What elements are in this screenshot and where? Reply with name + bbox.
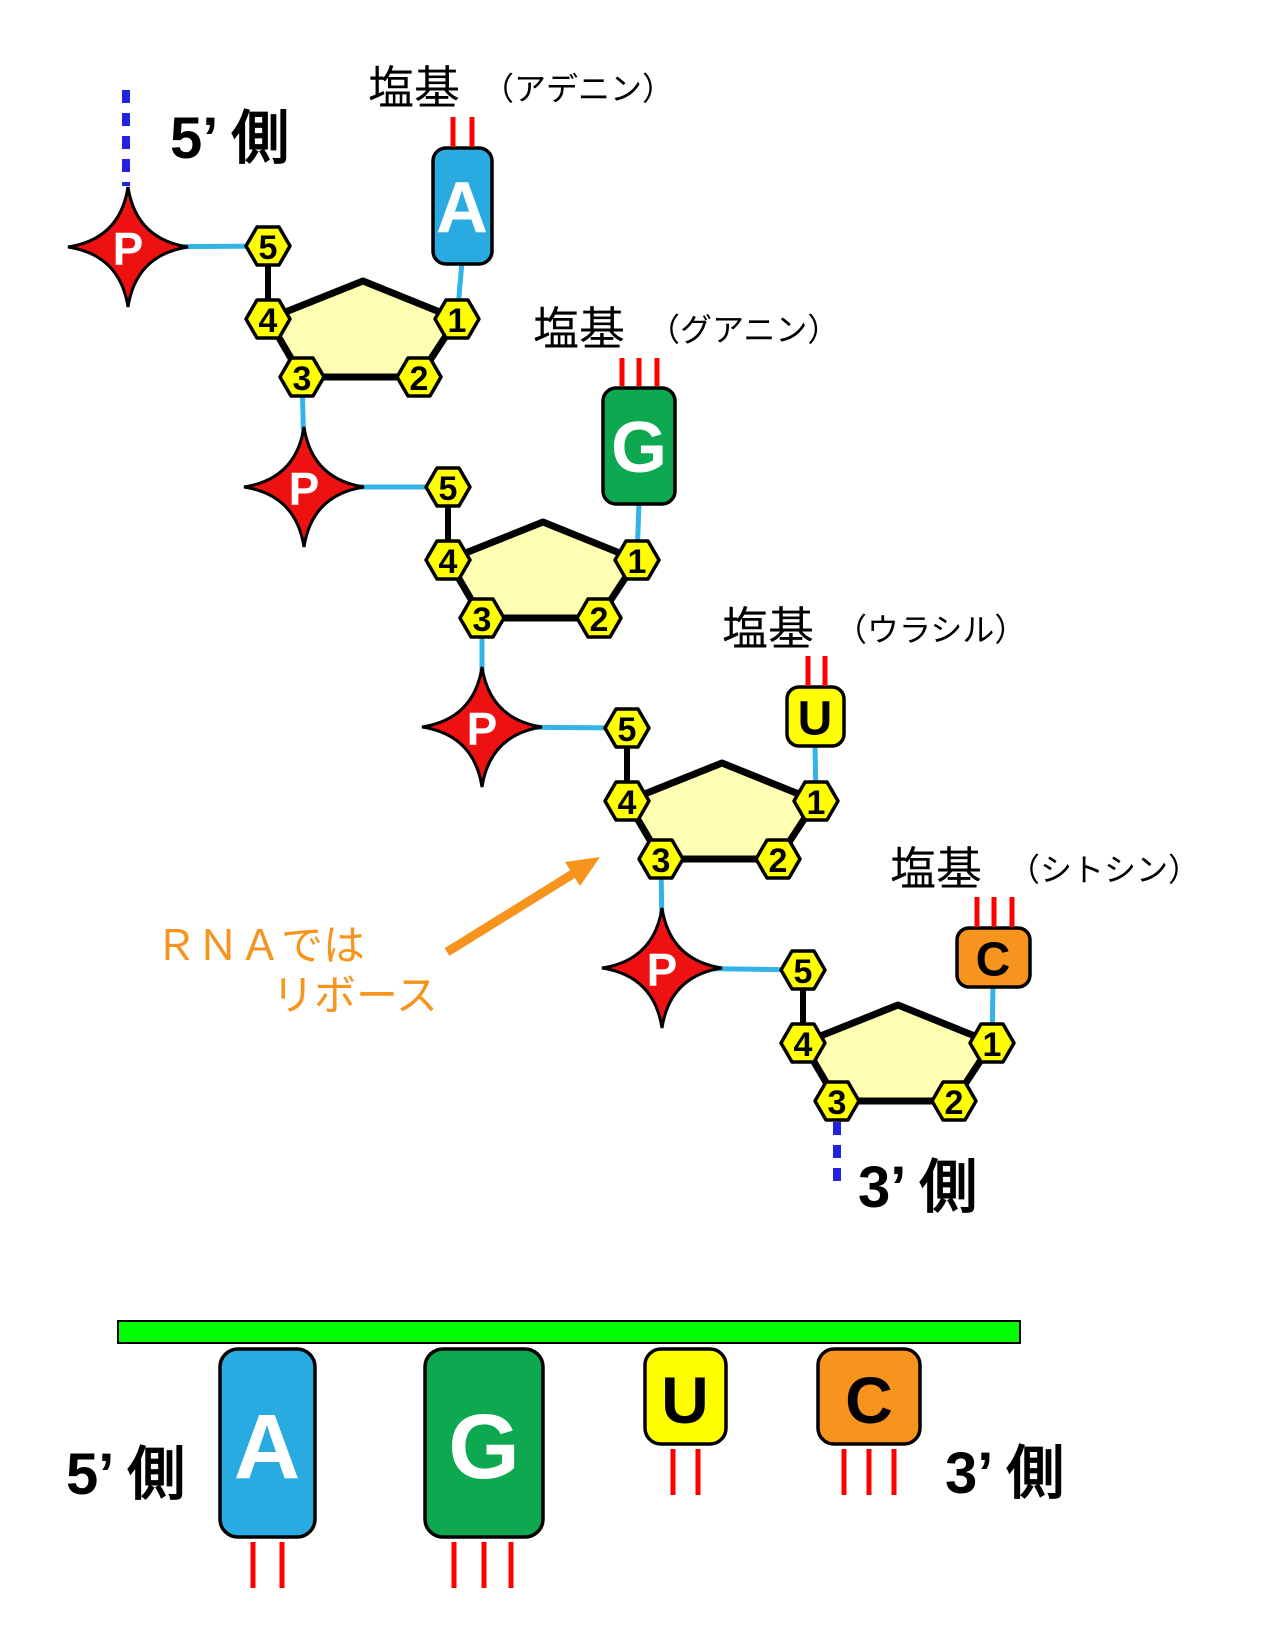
ring-vertex-5: [779, 949, 827, 991]
ring-vertex-3-number: 3: [293, 360, 312, 398]
strand-base-box-uracil: [643, 1347, 728, 1446]
strand-base-letter-uracil: U: [661, 1363, 709, 1437]
ring-vertex-2-number: 2: [410, 360, 429, 398]
ring-vertex-5-number: 5: [259, 229, 278, 267]
ring-vertex-2: [754, 838, 802, 880]
backbone-bar: [117, 1320, 1021, 1344]
annotation-arrow-head: [565, 857, 600, 886]
simplified-strand-diagram: A G U C 5’ 側 3’ 側: [66, 1320, 1064, 1588]
base-label-main: 塩基: [890, 842, 982, 896]
ring-vertex-4: [603, 780, 651, 822]
base-label-main: 塩基: [368, 61, 460, 115]
nucleotide-unit-guanine: P 5 4 1 2 3 G 塩基 （グアニン）: [243, 302, 839, 695]
phosphate-letter: P: [289, 463, 320, 515]
annotation-line2: リボース: [272, 972, 438, 1019]
ring-vertex-4-number: 4: [259, 302, 278, 340]
ring-vertex-5: [244, 225, 292, 267]
five-prime-side-label-bottom: 5’ 側: [66, 1442, 185, 1507]
base-label-main: 塩基: [722, 602, 814, 656]
base-label-sub: （アデニン）: [482, 70, 674, 108]
ring-vertex-2-number: 2: [590, 601, 609, 639]
base-label-sub: （シトシン）: [1008, 851, 1200, 889]
phosphate-star: [243, 426, 365, 548]
base-box-uracil: [785, 685, 846, 748]
ring-vertex-3-number: 3: [828, 1084, 847, 1122]
ring-vertex-4-number: 4: [439, 543, 458, 581]
ring-vertex-3: [458, 597, 506, 639]
five-prime-side-label-top: 5’ 側: [170, 106, 289, 171]
phosphate-star: [67, 186, 189, 308]
strand-base-letter-adenine: A: [234, 1396, 300, 1498]
phosphate-star: [421, 666, 543, 788]
strand-base-letter-cytosine: C: [845, 1363, 893, 1437]
base-box-guanine: [601, 386, 677, 506]
nucleotide-unit-cytosine: P 5 4 1 2 3 C 塩基 （シトシン）: [601, 842, 1200, 1187]
strand-base-letter-guanine: G: [448, 1396, 520, 1498]
ring-vertex-1: [613, 539, 661, 581]
base-label-main: 塩基: [533, 302, 625, 356]
ring-vertex-2-number: 2: [769, 842, 788, 880]
ring-vertex-2-number: 2: [945, 1084, 964, 1122]
ring-vertex-4-number: 4: [618, 784, 637, 822]
ring-vertex-4: [424, 539, 472, 581]
ring-vertex-1: [968, 1022, 1016, 1064]
ring-vertex-3: [278, 356, 326, 398]
base-letter-guanine: G: [611, 408, 667, 488]
nucleotide-unit-uracil: P 5 4 1 2 3 U 塩基 （ウラシル）: [421, 602, 1026, 937]
ring-vertex-3-number: 3: [652, 842, 671, 880]
ring-vertex-4: [244, 298, 292, 340]
base-box-adenine: [431, 146, 494, 266]
base-letter-adenine: A: [436, 168, 488, 248]
base-box-cytosine: [955, 926, 1032, 989]
ring-vertex-1: [433, 298, 481, 340]
nucleotide-unit-adenine: P 5 4 1 2 3 A 塩基 （アデニン）: [67, 61, 674, 456]
ring-vertex-5-number: 5: [439, 470, 458, 508]
strand-base-box-guanine: [423, 1347, 545, 1539]
ring-vertex-1: [792, 780, 840, 822]
ring-vertex-3: [637, 838, 685, 880]
annotation-line1: ＲＮＡでは: [155, 922, 365, 969]
phosphate-star: [601, 907, 723, 1029]
strand-base-box-adenine: [218, 1347, 317, 1539]
ring-vertex-2: [575, 597, 623, 639]
ring-vertex-5-number: 5: [794, 953, 813, 991]
ring-vertex-4: [779, 1022, 827, 1064]
ring-vertex-5: [424, 466, 472, 508]
phosphate-letter: P: [647, 944, 678, 996]
ring-vertex-1-number: 1: [807, 784, 826, 822]
ring-vertex-2: [930, 1080, 978, 1122]
ring-vertex-1-number: 1: [628, 543, 647, 581]
ring-vertex-4-number: 4: [794, 1026, 813, 1064]
annotation-arrow-shaft: [444, 868, 579, 956]
three-prime-side-label-bottom: 3’ 側: [945, 1441, 1064, 1506]
strand-base-box-cytosine: [816, 1347, 922, 1446]
ring-vertex-1-number: 1: [448, 302, 467, 340]
ring-vertex-5: [603, 707, 651, 749]
base-letter-cytosine: C: [976, 934, 1011, 987]
phosphate-letter: P: [467, 703, 498, 755]
ring-vertex-3-number: 3: [473, 601, 492, 639]
ring-vertex-3: [813, 1080, 861, 1122]
ring-vertex-1-number: 1: [983, 1026, 1002, 1064]
three-prime-side-label-top: 3’ 側: [858, 1155, 977, 1220]
ring-vertex-2: [395, 356, 443, 398]
ring-vertex-5-number: 5: [618, 711, 637, 749]
phosphate-letter: P: [113, 223, 144, 275]
base-letter-uracil: U: [798, 693, 833, 746]
base-label-sub: （ウラシル）: [835, 611, 1026, 649]
base-label-sub: （グアニン）: [648, 311, 839, 349]
ribose-annotation: ＲＮＡでは リボース: [155, 857, 600, 1019]
